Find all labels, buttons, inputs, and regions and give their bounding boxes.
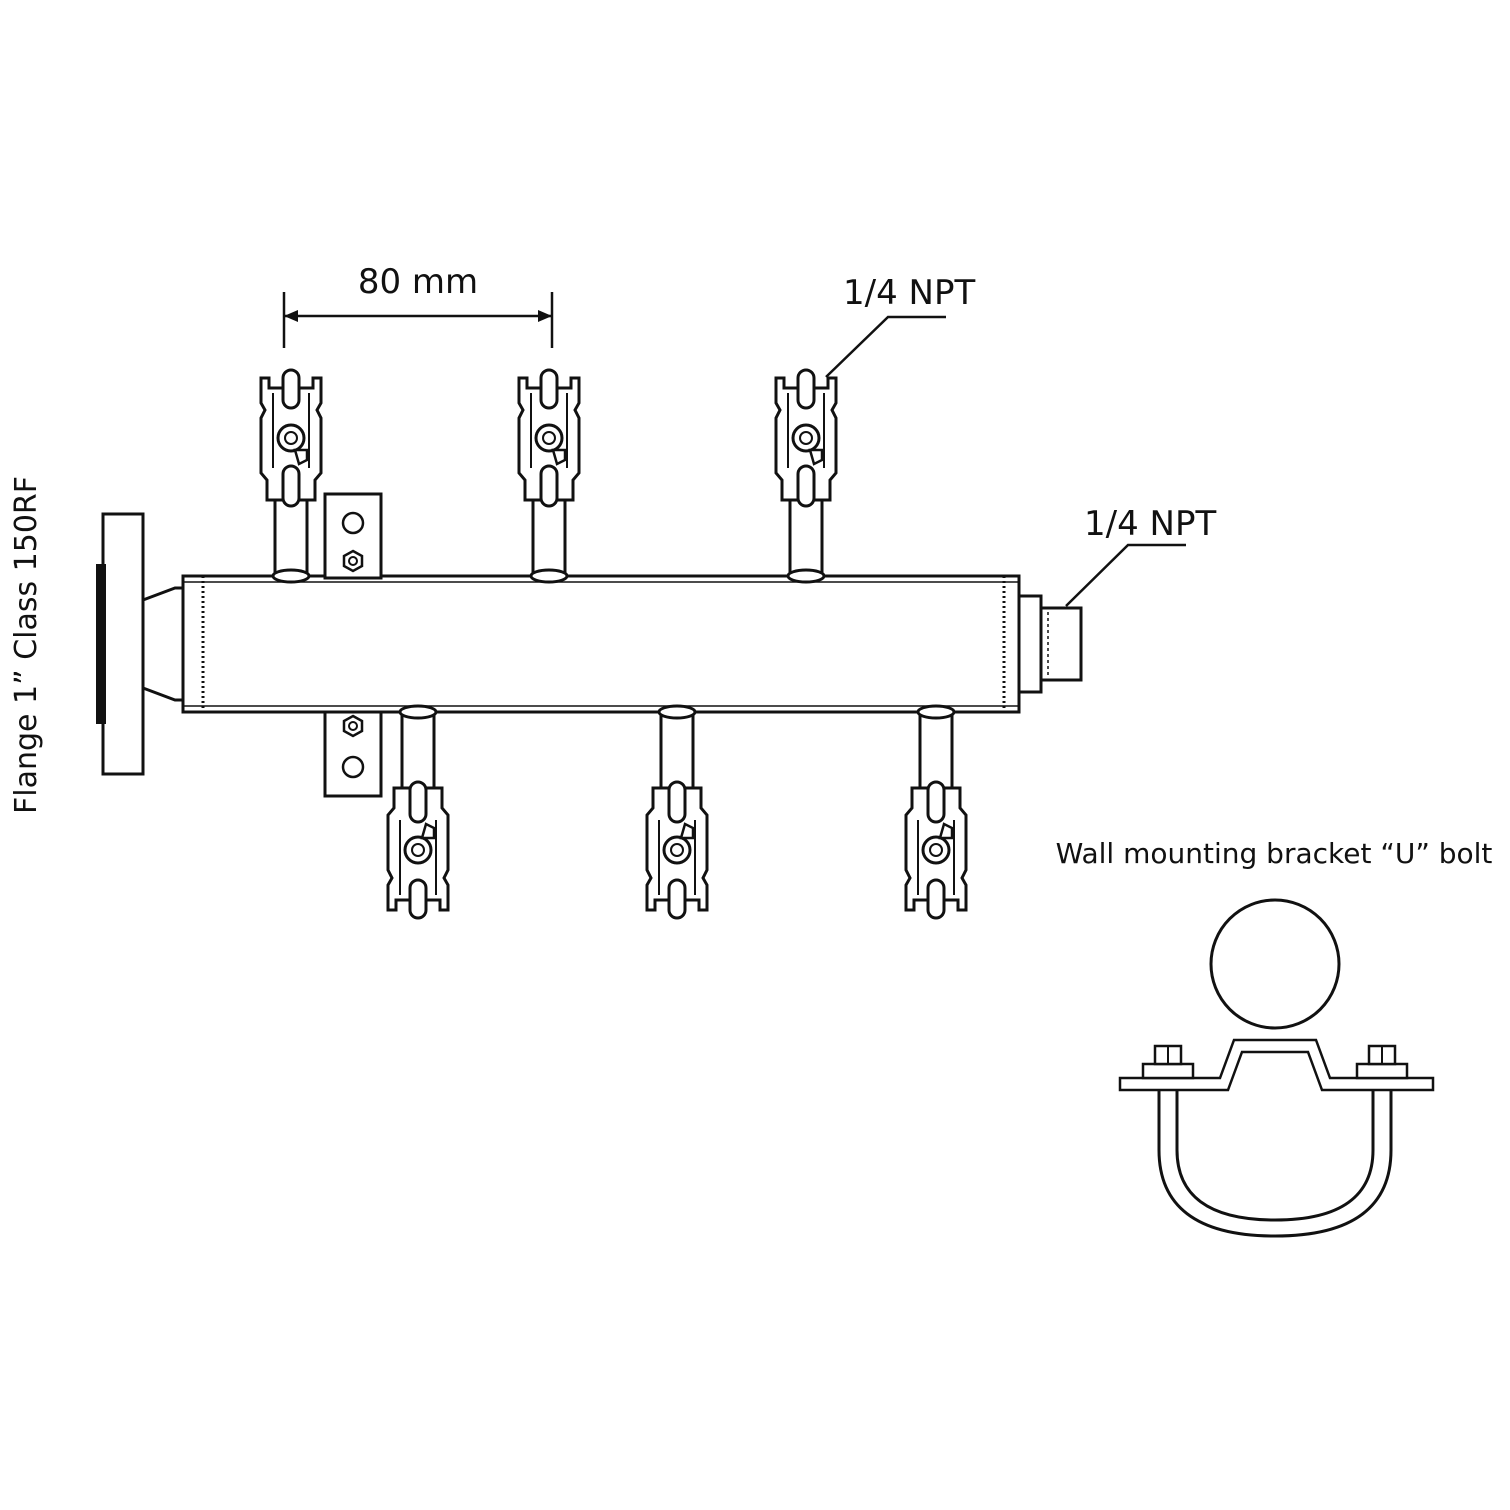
dimension-line	[282, 292, 554, 348]
dimension-label: 80 mm	[358, 262, 478, 302]
flange-label: Flange 1” Class 150RF	[9, 476, 44, 814]
bracket-label: Wall mounting bracket “U” bolt	[1056, 837, 1493, 870]
valve-bottom-1	[386, 704, 450, 920]
valve-top-3	[774, 368, 838, 584]
valve-bottom-3	[904, 704, 968, 920]
wall-bracket-top	[323, 492, 383, 580]
npt-side-leader	[1065, 543, 1186, 607]
npt-top-label: 1/4 NPT	[843, 273, 975, 313]
npt-outlet-fitting	[1017, 594, 1083, 694]
valve-bottom-2	[645, 704, 709, 920]
u-bolt-detail	[1118, 898, 1435, 1238]
valve-top-2	[517, 368, 581, 584]
manifold-pipe	[181, 574, 1021, 714]
valve-top-1	[259, 368, 323, 584]
npt-top-leader	[825, 315, 946, 378]
npt-side-label: 1/4 NPT	[1084, 504, 1216, 544]
flange	[96, 512, 190, 776]
wall-bracket-bottom	[323, 710, 383, 798]
